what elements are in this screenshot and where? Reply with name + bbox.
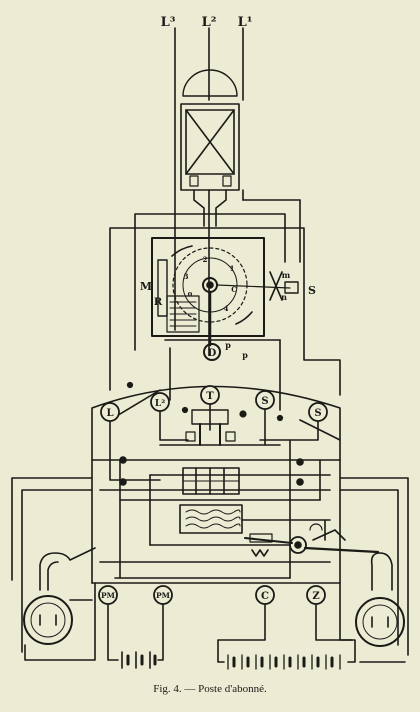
magnet-label-M: M [140, 280, 152, 293]
dial-number: o [188, 289, 193, 298]
lightning-arrester [180, 69, 240, 227]
hook-lever [244, 529, 380, 557]
terminal-T [200, 385, 220, 405]
terminal-Z [306, 585, 326, 605]
label-S: S [308, 284, 316, 297]
induction-coil-upper [182, 467, 240, 495]
left-battery [107, 602, 164, 669]
label-p2: p [242, 350, 248, 360]
dial-number: 4 [224, 304, 229, 313]
dial-number: 3 [184, 272, 189, 281]
terminal-label-S1: S [261, 396, 268, 407]
dial-box [151, 237, 299, 411]
right-receiver [339, 477, 409, 663]
hook-switch [185, 409, 236, 446]
line-label-L2: L² [202, 15, 217, 30]
terminal-S1 [255, 390, 275, 410]
label-D: D [208, 348, 217, 359]
label-n: n [281, 292, 287, 302]
upper-cabinet [109, 213, 341, 396]
terminal-L2 [150, 392, 170, 412]
terminal-label-PM2: PM [156, 591, 170, 600]
terminal-S2 [308, 402, 328, 422]
label-p1: p [225, 340, 231, 350]
terminal-label-C: C [261, 591, 269, 602]
terminal-label-L: L [106, 408, 113, 419]
label-R: R [154, 297, 163, 308]
dial-number: C [231, 285, 237, 294]
terminal-label-Z: Z [312, 591, 319, 602]
terminal-label-PM1: PM [101, 591, 115, 600]
terminal-label-L2: L² [155, 399, 165, 409]
label-m: m [282, 270, 291, 280]
line-label-L1: L¹ [238, 15, 253, 30]
dial-number: 1 [230, 264, 235, 273]
line-wires [174, 27, 301, 356]
junction-points [119, 381, 304, 486]
line-label-L3: L³ [161, 15, 176, 30]
terminal-C [255, 585, 275, 605]
figure-caption: Fig. 4. — Poste d'abonné. [153, 683, 267, 695]
dial-number: 2 [203, 255, 208, 264]
main-cabinet [91, 385, 341, 584]
right-battery [217, 602, 356, 670]
terminal-L [100, 402, 120, 422]
terminal-PM2 [153, 585, 173, 605]
induction-coil-lower [179, 504, 331, 541]
terminal-PM1 [98, 585, 118, 605]
left-receiver [11, 477, 96, 661]
terminal-label-S2: S [314, 408, 321, 419]
terminal-label-T: T [206, 391, 214, 402]
